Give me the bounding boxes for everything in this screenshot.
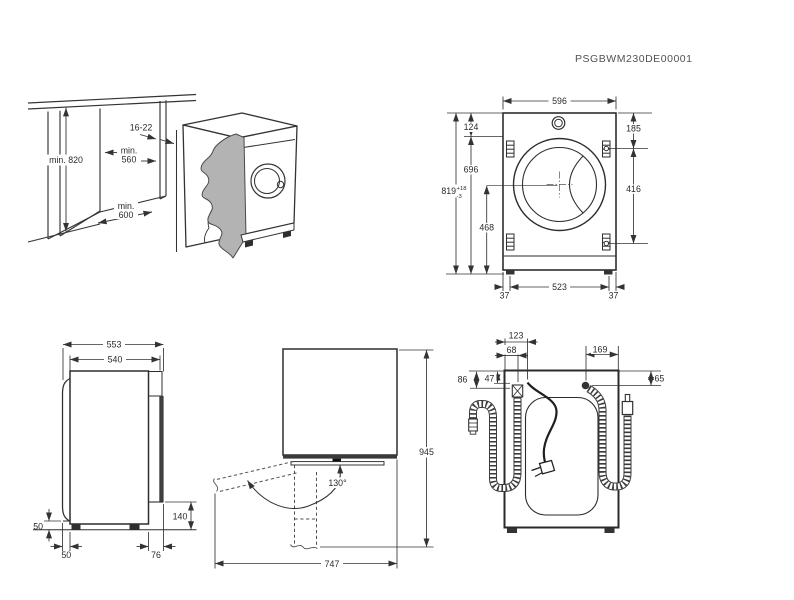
rear-view-labels: 123 68 169 47 86 65 — [455, 330, 665, 384]
machine-foot-3d — [283, 230, 291, 238]
front-height-label: 819 — [441, 186, 456, 196]
furniture-door-open-90 — [294, 465, 317, 545]
foot — [506, 270, 515, 275]
rear-inlet-offset-label: 169 — [593, 345, 608, 355]
front-width-label: 596 — [552, 96, 567, 106]
front-top-offset-label: 124 — [464, 122, 479, 132]
door-opening-labels: 130° 945 747 — [321, 447, 438, 569]
front-view-diagram — [502, 112, 617, 275]
door-handle — [276, 180, 285, 189]
plug-prong — [534, 471, 543, 478]
furniture-door-closed — [290, 461, 385, 466]
door-break-wave — [290, 544, 318, 550]
front-edge-band — [283, 455, 397, 459]
front-outline — [502, 112, 617, 271]
front-view-labels: 596 124 696 819 +18 -3 468 185 416 523 3… — [438, 96, 643, 301]
rear-cable-height-label: 47 — [485, 373, 495, 383]
side-view-diagram — [33, 370, 197, 531]
drain-hose-end — [468, 418, 478, 432]
front-foot-left-label: 37 — [500, 291, 510, 301]
side-rear-gap-height-label: 50 — [33, 522, 43, 532]
front-696-label: 696 — [464, 165, 479, 175]
rear-inlet-height-label: 65 — [655, 374, 665, 384]
machine-front-face — [237, 125, 298, 236]
side-recess-height-label: 140 — [173, 512, 188, 522]
side-body-outline — [69, 370, 150, 525]
rear-view-dimensions — [469, 338, 661, 389]
document-code: PSGBWM230DE00001 — [575, 53, 693, 65]
niche-width-value: 600 — [119, 210, 134, 220]
rear-cable-offset-label: 123 — [509, 331, 524, 341]
top-port-inner — [554, 118, 563, 128]
furniture-door-edge-band — [159, 396, 164, 502]
rear-drain-height-label: 86 — [458, 374, 468, 384]
side-total-depth-label: 553 — [107, 340, 122, 350]
rear-tub-panel — [524, 396, 599, 516]
niche-labels: min. 820 16-22 min. 560 min. 600 — [46, 122, 155, 220]
rear-panel-bulge — [61, 377, 71, 522]
side-body-depth-label: 540 — [108, 355, 123, 365]
front-hinge-span-label: 416 — [626, 184, 641, 194]
door-opening-dimensions — [214, 349, 434, 569]
floor-edge — [27, 223, 101, 243]
front-height-tol-plus: +18 — [457, 186, 468, 192]
machine-plinth-3d — [240, 222, 295, 243]
inlet-hose-end — [621, 400, 634, 416]
center-cross — [546, 171, 573, 198]
topview-outline — [282, 348, 398, 456]
rear-view-diagram — [468, 369, 634, 533]
furniture-door-cutaway-panel — [200, 133, 247, 259]
machine-foot-3d — [245, 240, 253, 248]
niche-width-word: min. — [118, 201, 135, 211]
power-plug — [538, 459, 556, 475]
foot — [129, 524, 140, 530]
drum-inner — [521, 146, 598, 223]
inlet-connection — [581, 381, 590, 390]
worktop-front-edge — [27, 99, 197, 110]
niche-depth-word: min. — [121, 146, 138, 156]
door-glass-arc — [569, 155, 584, 214]
front-view-dimensions — [446, 96, 652, 291]
appliance-3d-view — [175, 112, 298, 259]
porthole-door-outer — [250, 163, 286, 199]
side-view-labels: 553 540 50 50 76 140 — [33, 340, 187, 561]
side-top-front-trim — [148, 371, 163, 397]
door-hinge-block — [332, 458, 341, 462]
inlet-hose — [581, 381, 634, 491]
rear-drain-offset-label: 68 — [507, 345, 517, 355]
plug-prong — [531, 466, 541, 472]
side-rear-gap-depth-label: 50 — [61, 550, 71, 560]
rear-outline — [503, 369, 620, 529]
niche-door-thickness-label: 16-22 — [130, 123, 153, 133]
front-foot-span-label: 523 — [552, 282, 567, 292]
front-axis-label: 468 — [479, 223, 494, 233]
niche-depth-value: 560 — [122, 155, 137, 165]
foot — [71, 524, 81, 530]
depth-open-label: 945 — [419, 447, 434, 457]
foot — [507, 528, 517, 533]
width-open-label: 747 — [325, 559, 340, 569]
foot — [604, 270, 613, 275]
worktop-top-edge — [27, 93, 197, 104]
front-foot-right-label: 37 — [609, 291, 619, 301]
door-opening-diagram — [213, 348, 398, 550]
control-panel-line — [239, 139, 296, 149]
niche-height-label: min. 820 — [49, 155, 83, 165]
front-height-tol-minus: -3 — [457, 194, 463, 200]
furniture-door-open-130 — [216, 461, 297, 492]
opening-angle-label: 130° — [328, 478, 346, 488]
side-recess-depth-label: 76 — [151, 550, 161, 560]
power-cable — [526, 381, 558, 466]
door-break-wave — [213, 478, 218, 492]
foot — [604, 528, 615, 533]
front-hinge-top-label: 185 — [626, 124, 641, 134]
top-port — [551, 116, 566, 130]
niche-installation-diagram — [27, 93, 197, 243]
drain-hose — [468, 384, 524, 492]
drum-outer — [512, 137, 607, 232]
